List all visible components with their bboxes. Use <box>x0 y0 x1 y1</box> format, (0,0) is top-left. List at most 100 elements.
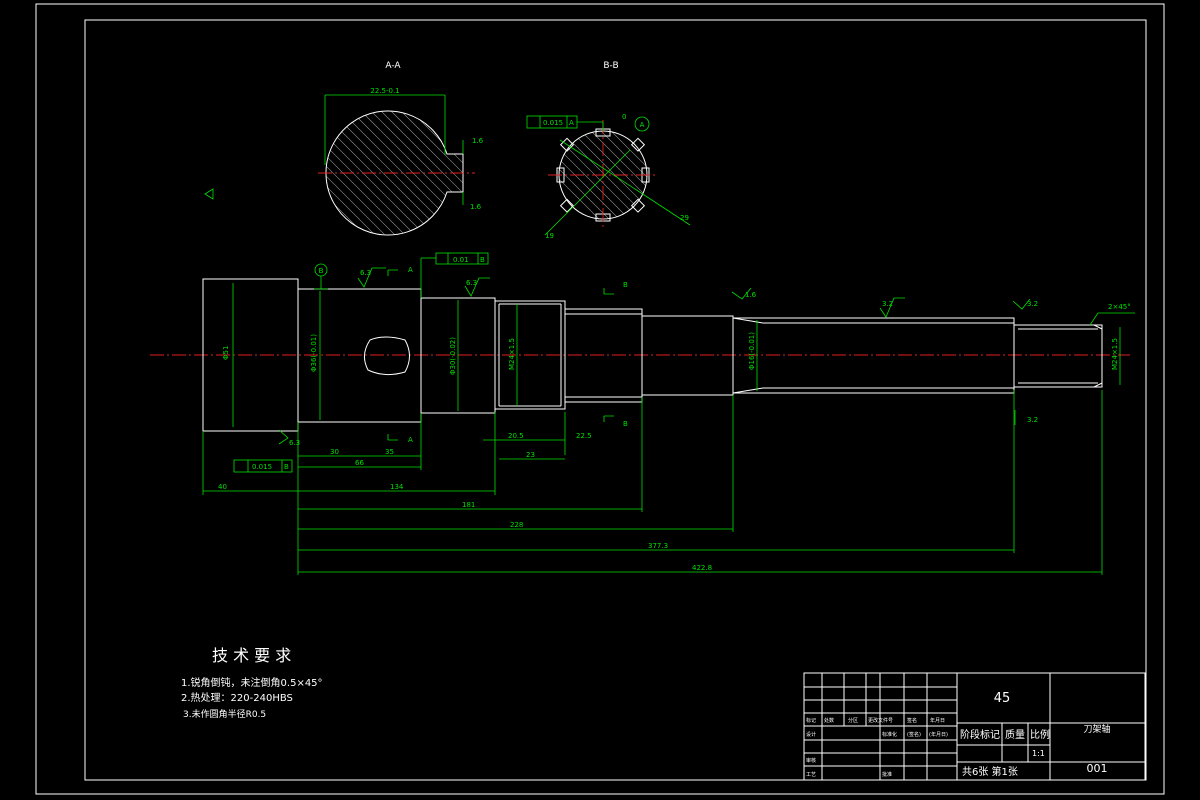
requirement-3: 3.未作圆角半径R0.5 <box>183 708 266 720</box>
svg-text:标记: 标记 <box>806 717 816 724</box>
section-b-top-marker <box>603 288 614 295</box>
view-arrow <box>204 188 214 200</box>
keyway-hole <box>364 336 410 376</box>
svg-text:标准化: 标准化 <box>882 731 897 738</box>
dim-35: 35 <box>385 448 394 456</box>
aa-slot-depth-dim: 1.6 <box>470 203 482 211</box>
svg-text:工艺: 工艺 <box>806 772 816 778</box>
roughness-1 <box>357 267 386 288</box>
part-name: 刀架轴 <box>1083 723 1110 735</box>
shaft-spline-segment <box>564 308 643 403</box>
svg-text:(签名): (签名) <box>907 731 921 738</box>
svg-text:B: B <box>623 281 628 289</box>
requirement-2: 2.热处理：220-240HBS <box>181 691 293 704</box>
roughness-4 <box>879 297 905 318</box>
svg-text:B: B <box>480 256 485 264</box>
dim-d2: Φ36(-0.01) <box>310 334 318 372</box>
aa-hatch <box>325 110 463 235</box>
aa-section-outline <box>325 110 464 236</box>
dim-134: 134 <box>390 483 404 491</box>
shaft-main-view: Φ51 Φ36(-0.01) Φ30(-0.02) M24×1.5 Φ16(-0… <box>150 252 1135 575</box>
dim-181: 181 <box>462 501 475 509</box>
bb-fcf-datum: A <box>569 119 574 127</box>
svg-text:3.2: 3.2 <box>1027 300 1038 308</box>
bb-major-leader <box>559 139 691 226</box>
bb-major-dim: 29 <box>680 214 689 222</box>
fcf-top <box>435 252 489 265</box>
bb-minor-dim: 19 <box>545 232 554 240</box>
shaft-segment-5 <box>641 315 734 396</box>
section-a-bottom-marker <box>387 434 398 441</box>
chamfer-label: 2×45° <box>1108 303 1131 311</box>
svg-text:6.3: 6.3 <box>466 279 477 287</box>
bb-minor-leader <box>544 149 631 236</box>
weight-label: 质量 <box>1005 729 1025 741</box>
dim-d4: M24×1.5 <box>508 338 516 370</box>
datum-b-label: B <box>319 267 324 275</box>
bottom-roughness: 3.2 <box>1027 416 1038 424</box>
technical-requirements: 技 术 要 求 1.锐角倒钝，未注倒角0.5×45° 2.热处理：220-240… <box>181 646 323 720</box>
bb-datum-circle <box>634 116 650 132</box>
section-bb-label: B-B <box>603 61 618 71</box>
dim-d1: Φ51 <box>222 346 230 360</box>
dim-30: 30 <box>330 448 339 456</box>
fcf-bottom <box>233 459 293 473</box>
dim-23: 23 <box>526 451 535 459</box>
dim-d6: M24×1.5 <box>1111 338 1119 370</box>
roughness-2 <box>464 277 490 297</box>
aa-slot-width-dim: 1.6 <box>472 137 484 145</box>
svg-text:A: A <box>408 436 413 444</box>
shaft-thread-end <box>1013 324 1103 388</box>
svg-text:6.3: 6.3 <box>360 269 371 277</box>
dim-377-3: 377.3 <box>648 542 668 550</box>
svg-text:审核: 审核 <box>806 757 816 764</box>
svg-text:签名: 签名 <box>907 717 917 724</box>
dim-22-5: 22.5 <box>576 432 592 440</box>
sheet-info: 共6张 第1张 <box>962 765 1018 778</box>
svg-text:处数: 处数 <box>824 717 834 724</box>
outer-frame <box>35 3 1165 795</box>
inner-frame <box>84 19 1147 781</box>
svg-text:A: A <box>408 266 413 274</box>
section-b-bottom-marker <box>603 415 614 422</box>
svg-text:3.2: 3.2 <box>882 300 893 308</box>
fcf-top-value: 0.01 <box>453 256 469 264</box>
roughness-5 <box>1012 298 1031 310</box>
svg-text:B: B <box>284 463 289 471</box>
scale-label: 比例 <box>1030 728 1050 741</box>
dim-d3: Φ30(-0.02) <box>449 337 457 375</box>
title-block: 45 刀架轴 001 阶段标记 质量 比例 1:1 共6张 第1张 标记 处数 … <box>803 672 1146 781</box>
svg-text:B: B <box>623 420 628 428</box>
scale-value: 1:1 <box>1032 749 1045 758</box>
dim-d5: Φ16(-0.01) <box>748 332 756 370</box>
bb-flatness: 0 <box>622 113 626 121</box>
stage-label: 阶段标记 <box>960 728 1000 741</box>
svg-text:(年月日): (年月日) <box>929 731 948 738</box>
svg-text:年月日: 年月日 <box>930 717 945 724</box>
svg-text:更改文件号: 更改文件号 <box>868 717 893 724</box>
bb-fcf-tolerance: 0.015 <box>543 119 563 127</box>
roughness-3 <box>731 287 752 300</box>
section-a-top-marker <box>387 269 398 276</box>
dim-422-8: 422.8 <box>692 564 712 572</box>
dim-40: 40 <box>218 483 227 491</box>
shaft-long-segment <box>732 317 1015 394</box>
svg-text:分区: 分区 <box>848 717 858 724</box>
material: 45 <box>994 691 1011 706</box>
section-aa-label: A-A <box>385 61 401 71</box>
svg-text:A: A <box>640 121 645 129</box>
dim-66: 66 <box>355 459 364 467</box>
section-bb: B-B 29 19 0.015 A A 0 <box>526 61 691 240</box>
requirement-1: 1.锐角倒钝，未注倒角0.5×45° <box>181 676 323 689</box>
dim-20-5: 20.5 <box>508 432 524 440</box>
svg-text:1.6: 1.6 <box>745 291 757 299</box>
requirements-title: 技 术 要 求 <box>212 646 291 665</box>
svg-text:6.3: 6.3 <box>289 439 300 447</box>
aa-width-dim: 22.5-0.1 <box>370 87 399 95</box>
dim-228: 228 <box>510 521 523 529</box>
svg-text:批准: 批准 <box>882 771 892 778</box>
section-aa: A-A 22.5-0.1 1.6 1.6 <box>318 61 484 236</box>
drawing-number: 001 <box>1087 762 1108 775</box>
svg-text:设计: 设计 <box>806 731 816 738</box>
